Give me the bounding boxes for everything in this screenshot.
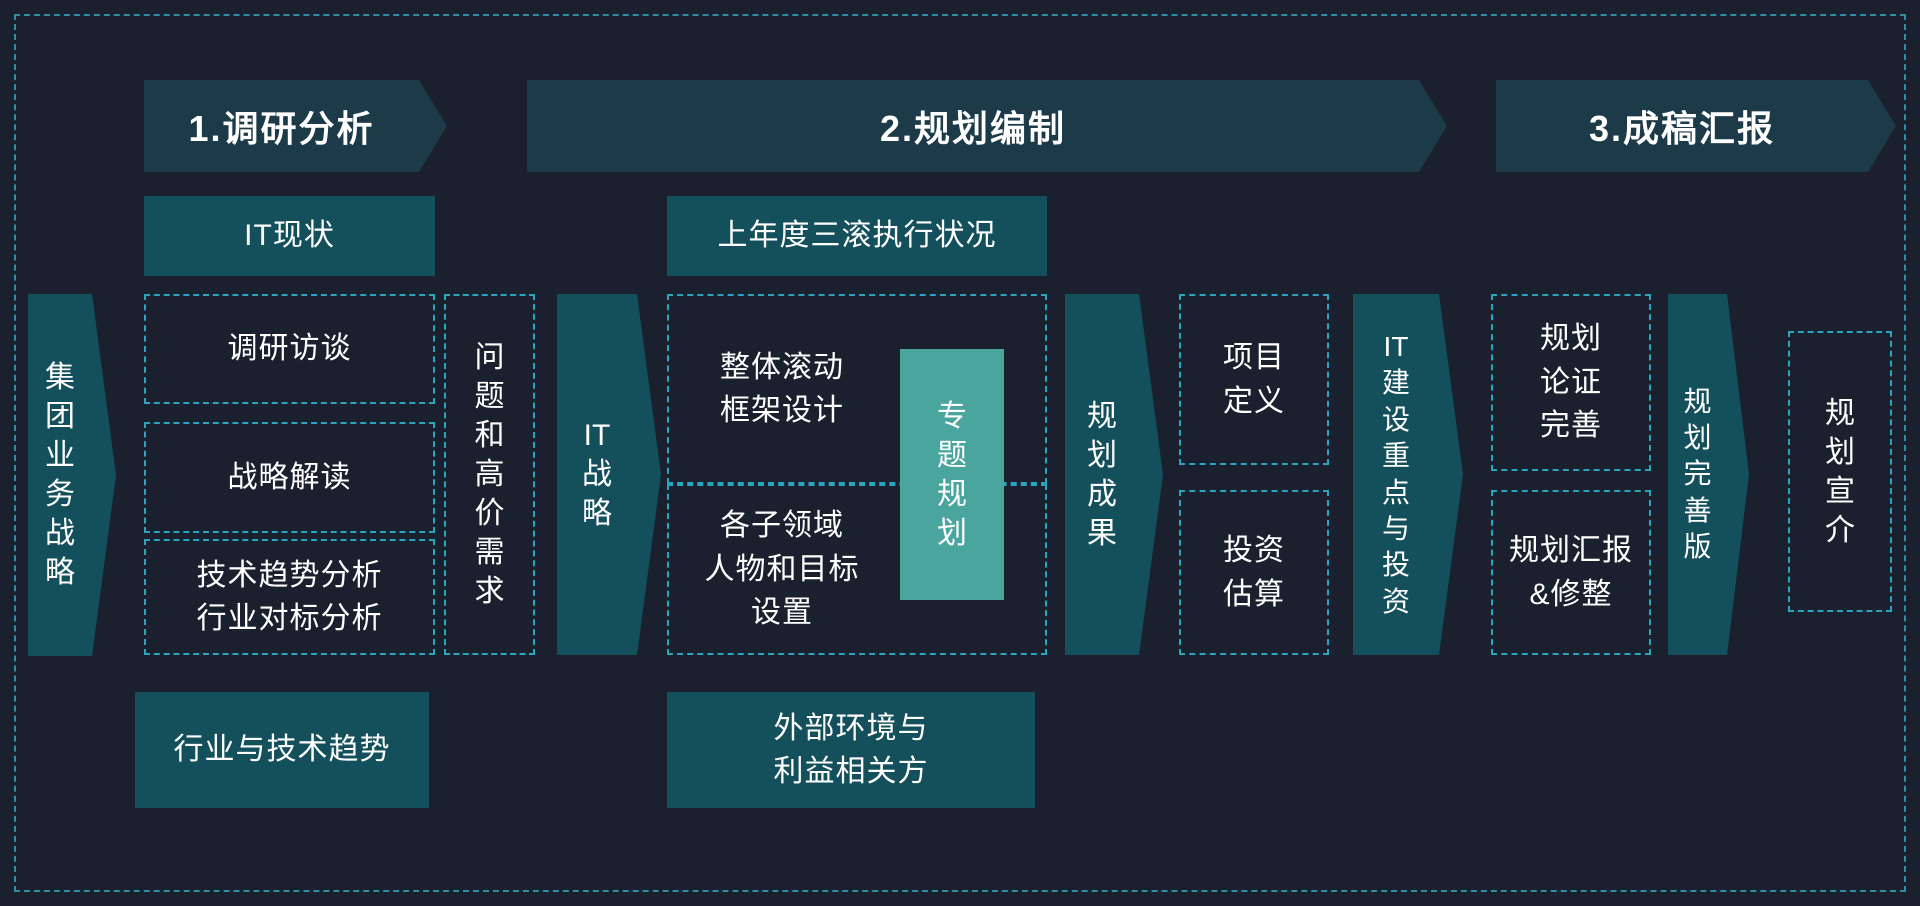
external-environment-box: 外部环境与利益相关方	[667, 692, 1035, 808]
strategy-interpretation-label: 战略解读	[227, 460, 352, 494]
industry-tech-trend-box: 行业与技术趋势	[135, 692, 429, 808]
stage1-banner: 1.调研分析	[144, 80, 447, 172]
plan-final-version-arrow: 规划完善版	[1668, 294, 1749, 655]
group-business-strategy-arrow: 集团业务战略	[28, 294, 116, 656]
subdomain-targets-box: 各子领域人物和目标设置	[667, 484, 1047, 655]
subdomain-targets-label: 各子领域人物和目标设置	[704, 509, 860, 630]
overall-rolling-framework-box: 整体滚动框架设计	[667, 294, 1047, 484]
special-topic-planning-box: 专题规划	[900, 349, 1004, 600]
group-business-strategy-label: 集团业务战略	[45, 361, 75, 589]
stage3-banner: 3.成稿汇报	[1496, 80, 1896, 172]
research-interview-box: 调研访谈	[144, 294, 435, 404]
it-current-state-box: IT现状	[144, 196, 435, 276]
last-year-rolling-box: 上年度三滚执行状况	[667, 196, 1047, 276]
plan-validation-box: 规划论证完善	[1491, 294, 1651, 471]
stage2-banner: 2.规划编制	[527, 80, 1447, 172]
planning-results-arrow: 规划成果	[1065, 294, 1163, 655]
research-interview-label: 调研访谈	[227, 332, 352, 366]
plan-report-revision-label: 规划汇报&修整	[1509, 534, 1633, 611]
stage1-banner-label: 1.调研分析	[188, 108, 375, 149]
industry-tech-trend-label: 行业与技术趋势	[173, 733, 391, 767]
special-topic-planning-label: 专题规划	[937, 399, 967, 550]
plan-validation-label: 规划论证完善	[1540, 322, 1602, 443]
plan-final-version-label: 规划完善版	[1683, 385, 1712, 563]
tech-trend-analysis-label: 技术趋势分析行业对标分析	[196, 558, 383, 636]
external-environment-label: 外部环境与利益相关方	[773, 711, 929, 789]
problems-and-needs-box: 问题和高价需求	[444, 294, 535, 655]
investment-estimate-box: 投资估算	[1179, 490, 1329, 655]
plan-promotion-label: 规划宣介	[1825, 396, 1855, 547]
plan-promotion-box: 规划宣介	[1788, 331, 1892, 612]
stage3-banner-label: 3.成稿汇报	[1588, 108, 1776, 149]
plan-report-revision-box: 规划汇报&修整	[1491, 490, 1651, 655]
last-year-rolling-label: 上年度三滚执行状况	[717, 219, 997, 253]
tech-trend-analysis-box: 技术趋势分析行业对标分析	[144, 539, 435, 655]
it-current-state-label: IT现状	[244, 219, 335, 253]
overall-rolling-framework-label: 整体滚动框架设计	[720, 350, 844, 428]
investment-estimate-label: 投资估算	[1223, 534, 1285, 611]
project-definition-box: 项目定义	[1179, 294, 1329, 465]
stage2-banner-label: 2.规划编制	[879, 108, 1067, 149]
planning-results-label: 规划成果	[1087, 399, 1117, 550]
project-definition-label: 项目定义	[1223, 341, 1285, 418]
strategy-interpretation-box: 战略解读	[144, 422, 435, 533]
problems-and-needs-label: 问题和高价需求	[474, 341, 505, 608]
